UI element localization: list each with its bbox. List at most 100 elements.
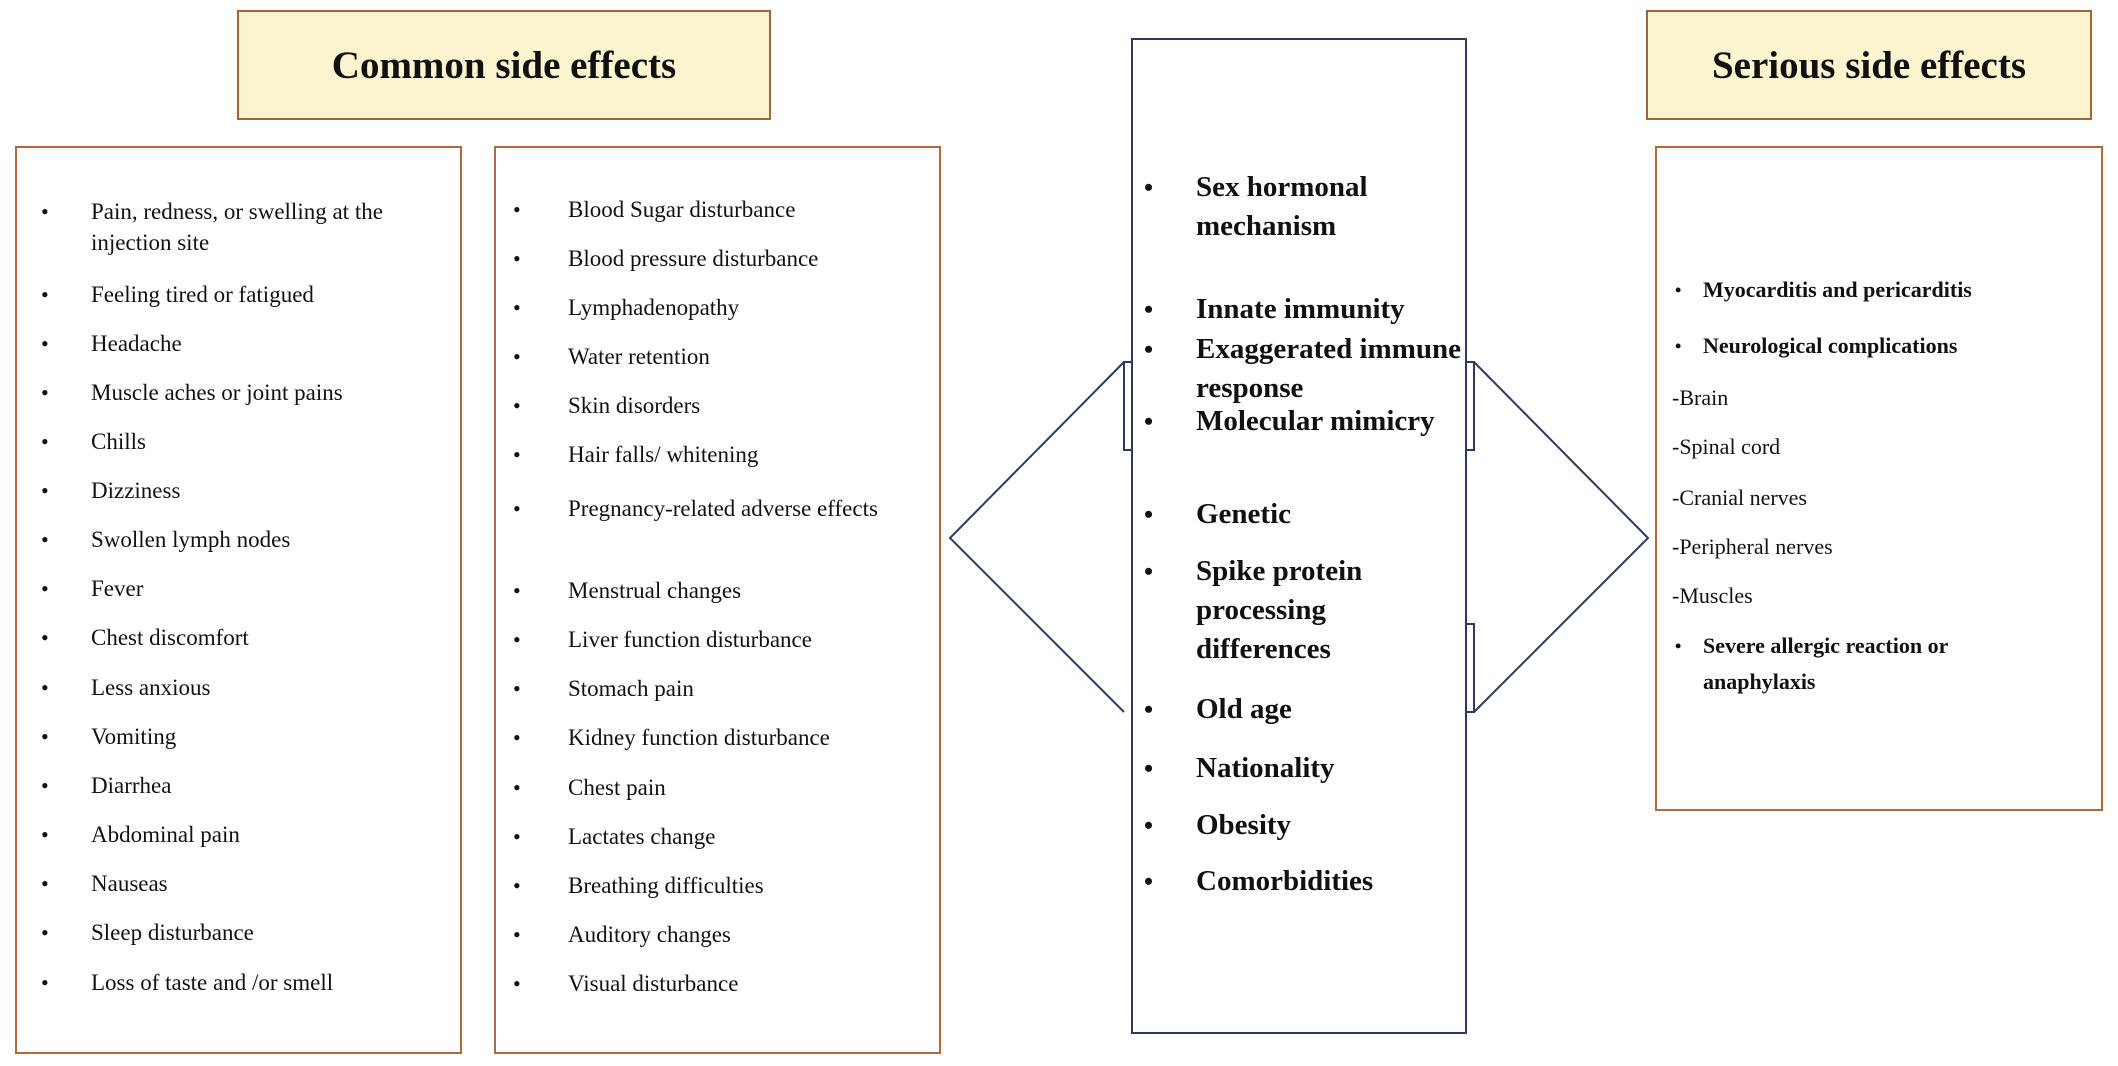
bullet-icon: • <box>41 331 49 356</box>
common-col2-item: • Pregnancy-related adverse effects <box>513 493 908 524</box>
common-col2-item: •Visual disturbance <box>513 968 908 999</box>
common-col2-item: • Hair falls/ whitening <box>513 439 908 470</box>
common-col2-item-text: Hair falls/ whitening <box>568 442 759 467</box>
common-col2-item-text: Pregnancy-related adverse effects <box>568 496 878 521</box>
bullet-icon: • <box>1144 295 1154 324</box>
serious-subitem: -Brain <box>1672 380 1728 416</box>
bullet-icon: • <box>41 625 49 650</box>
bullet-icon: • <box>41 675 49 700</box>
serious-subitem: -Spinal cord <box>1672 429 1780 465</box>
bullet-icon: • <box>41 920 49 945</box>
bullet-icon: • <box>1144 407 1154 436</box>
common-col2-item-text: Blood pressure disturbance <box>568 246 819 271</box>
serious-item-text: Severe allergic reaction or anaphylaxis <box>1703 633 1948 694</box>
common-col1-item: • Sleep disturbance <box>41 917 441 948</box>
left-arrow-shape <box>1123 361 1131 451</box>
serious-item-text: -Muscles <box>1672 583 1753 608</box>
common-col2-item: •Lactates change <box>513 821 908 852</box>
bullet-icon: • <box>1144 867 1154 896</box>
factor-item-text: Obesity <box>1196 809 1292 841</box>
factor-item: •Sex hormonal mechanism <box>1144 168 1466 246</box>
bullet-icon: • <box>1144 811 1154 840</box>
factor-item-text: Genetic <box>1196 498 1292 530</box>
common-col1-item-text: Muscle aches or joint pains <box>91 380 343 405</box>
common-col2-panel: •Blood Sugar disturbance•Blood pressure … <box>494 146 941 1054</box>
serious-item-text: -Brain <box>1672 385 1729 410</box>
bullet-icon: • <box>41 822 49 847</box>
bullet-icon: • <box>41 380 49 405</box>
factor-item-text: Molecular mimicry <box>1196 405 1435 437</box>
factor-item-text: Comorbidities <box>1196 865 1374 897</box>
bullet-icon: • <box>1144 335 1154 364</box>
common-col1-item: •Vomiting <box>41 721 441 752</box>
serious-panel: •Myocarditis and pericarditis•Neurologic… <box>1655 146 2103 811</box>
common-col2-item: •Blood Sugar disturbance <box>513 194 908 225</box>
factor-item: •Nationality <box>1144 749 1466 788</box>
bullet-icon: • <box>1144 695 1154 724</box>
bullet-icon: • <box>41 871 49 896</box>
bullet-icon: • <box>1144 557 1154 586</box>
serious-subitem: -Muscles <box>1672 578 1753 614</box>
bullet-icon: • <box>1144 500 1154 529</box>
bullet-icon: • <box>513 496 521 521</box>
serious-item-text: Myocarditis and pericarditis <box>1703 277 1972 302</box>
bullet-icon: • <box>513 442 521 467</box>
common-col1-item-text: Dizziness <box>91 478 181 503</box>
common-col1-item: •Loss of taste and /or smell <box>41 967 441 998</box>
bullet-icon: • <box>513 197 521 222</box>
left-arrow-head <box>948 361 1125 713</box>
factor-item-text: Sex hormonal mechanism <box>1196 171 1368 242</box>
bullet-icon: • <box>41 576 49 601</box>
factor-item-text: Exaggerated immune response <box>1196 333 1461 404</box>
serious-item: • Neurological complications <box>1675 328 2003 364</box>
bullet-icon: • <box>513 725 521 750</box>
common-col1-item-text: Chills <box>91 429 146 454</box>
bullet-icon: • <box>1144 754 1154 783</box>
factor-item-text: Spike protein processing differences <box>1196 555 1363 665</box>
common-col2-item: •Lymphadenopathy <box>513 292 908 323</box>
common-col2-item: • Blood pressure disturbance <box>513 243 908 274</box>
common-col1-item: • Swollen lymph nodes <box>41 524 441 555</box>
common-col1-item: •Dizziness <box>41 475 441 506</box>
common-col2-item: • Kidney function disturbance <box>513 722 908 753</box>
serious-item-text: Neurological complications <box>1703 333 1958 358</box>
bullet-icon: • <box>513 246 521 271</box>
common-col1-item-text: Sleep disturbance <box>91 920 254 945</box>
common-col1-item-text: Fever <box>91 576 144 601</box>
common-col1-item: •Chills <box>41 426 441 457</box>
common-col1-item-text: Feeling tired or fatigued <box>91 282 314 307</box>
factor-item: • Exaggerated immune response <box>1144 330 1466 408</box>
common-col1-item-text: Less anxious <box>91 675 211 700</box>
factor-item: • Molecular mimicry <box>1144 402 1466 441</box>
common-col2-item-text: Lactates change <box>568 824 716 849</box>
common-col2-item-text: Kidney function disturbance <box>568 725 830 750</box>
right-arrow-head <box>1473 361 1650 713</box>
bullet-icon: • <box>41 527 49 552</box>
right-arrow-shape <box>1467 361 1475 451</box>
common-col1-panel: •Pain, redness, or swelling at the injec… <box>15 146 462 1054</box>
common-col2-item-text: Chest pain <box>568 775 666 800</box>
bullet-icon: • <box>1675 636 1682 656</box>
common-col2-item-text: Stomach pain <box>568 676 694 701</box>
serious-item-text: -Cranial nerves <box>1672 485 1807 510</box>
serious-item: •Myocarditis and pericarditis <box>1675 272 2003 308</box>
bullet-icon: • <box>41 773 49 798</box>
bullet-icon: • <box>1675 336 1682 356</box>
factor-item: • Innate immunity <box>1144 290 1466 329</box>
factor-item: • Genetic <box>1144 495 1466 534</box>
factor-item-text: Innate immunity <box>1196 293 1405 325</box>
common-col2-item: •Auditory changes <box>513 919 908 950</box>
factor-item: • Obesity <box>1144 806 1466 845</box>
common-col1-item-text: Chest discomfort <box>91 625 249 650</box>
serious-item: • Severe allergic reaction or anaphylaxis <box>1675 628 2003 700</box>
common-side-effects-title: Common side effects <box>237 10 771 120</box>
serious-subitem: -Cranial nerves <box>1672 480 1807 516</box>
bullet-icon: • <box>41 199 49 224</box>
common-col1-item-text: Swollen lymph nodes <box>91 527 291 552</box>
common-col2-item: • Chest pain <box>513 772 908 803</box>
common-col1-item-text: Vomiting <box>91 724 177 749</box>
common-col1-item: • Fever <box>41 573 441 604</box>
bullet-icon: • <box>41 970 49 995</box>
bullet-icon: • <box>513 775 521 800</box>
